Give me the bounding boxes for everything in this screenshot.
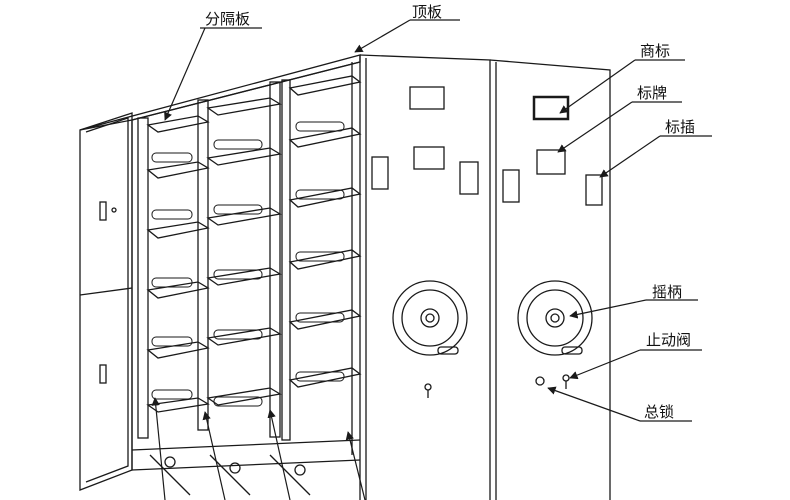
shelves [146, 75, 362, 413]
label-top-panel: 顶板 [412, 3, 443, 21]
hand-wheel-2 [517, 280, 593, 356]
stop-valve-1 [424, 383, 432, 391]
door-handle-upper [99, 201, 107, 221]
label-label-slot: 标插 [665, 118, 696, 136]
label-nameplate: 标牌 [637, 84, 668, 102]
door-lock-upper [111, 207, 117, 213]
cabinet-outline [79, 54, 611, 500]
brand-plate-1 [409, 86, 445, 110]
brand-plate-2 [532, 95, 570, 121]
label-master-lock: 总锁 [644, 403, 675, 421]
label-slot-2a [502, 169, 520, 203]
label-slot-1a [371, 156, 389, 190]
label-divider: 分隔板 [205, 10, 251, 28]
hand-wheel-1 [392, 280, 468, 356]
shelf-slots [151, 121, 345, 407]
cabinet-front-2 [489, 59, 611, 500]
cabinet-front-1 [359, 54, 491, 500]
label-hand-wheel: 摇柄 [652, 283, 683, 301]
base-rails [131, 439, 361, 496]
master-lock-keyhole [535, 376, 545, 386]
stop-valve-2 [562, 374, 570, 382]
label-slot-1b [459, 161, 479, 195]
top-panel [79, 54, 361, 131]
leader-lines [151, 19, 712, 500]
door-handle-lower [99, 364, 107, 384]
label-stop-valve: 止动阀 [646, 331, 692, 349]
nameplate-1 [413, 146, 445, 170]
label-slot-2b [585, 174, 603, 206]
label-brand: 商标 [640, 42, 671, 60]
nameplate-2 [536, 149, 566, 175]
